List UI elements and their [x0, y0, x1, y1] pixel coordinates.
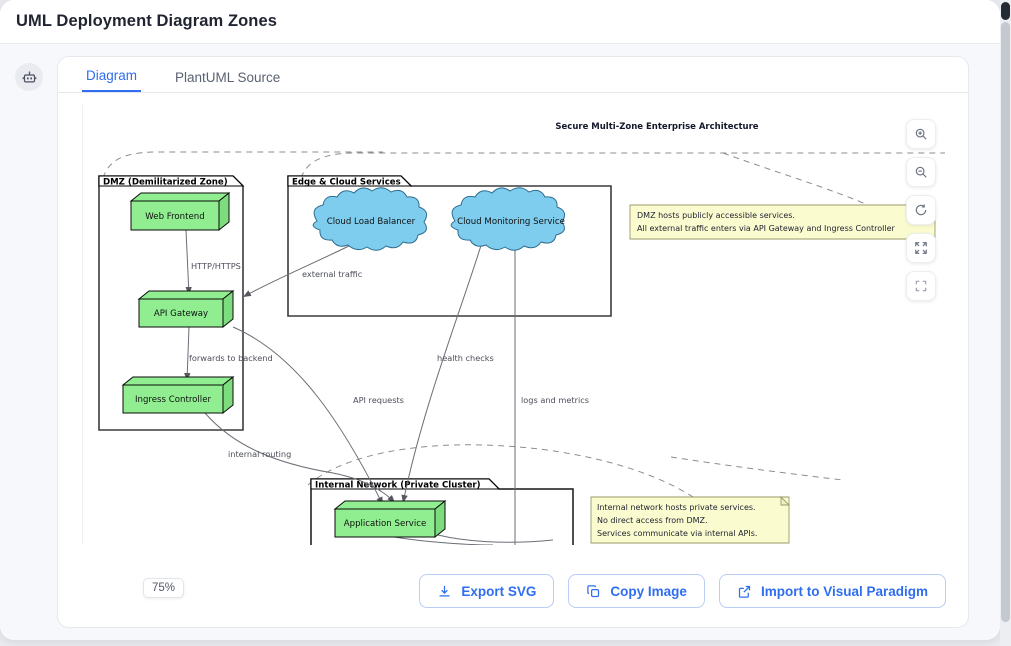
node-label: Ingress Controller: [135, 395, 211, 405]
copy-image-button[interactable]: Copy Image: [568, 574, 705, 608]
note-line: All external traffic enters via API Gate…: [637, 224, 896, 233]
node-label: Cloud Load Balancer: [327, 217, 416, 227]
node-application-service[interactable]: Application Service: [333, 499, 447, 539]
node-cloud-monitoring-service[interactable]: Cloud Monitoring Service: [450, 187, 566, 251]
edge-label: health checks: [437, 353, 494, 363]
export-svg-button[interactable]: Export SVG: [419, 574, 555, 608]
node-web-frontend[interactable]: Web Frontend: [129, 191, 231, 232]
note-dmz: DMZ hosts publicly accessible services. …: [629, 203, 937, 240]
fit-screen-button[interactable]: [906, 233, 936, 263]
assistant-bot-button[interactable]: [15, 63, 43, 91]
button-label: Copy Image: [610, 583, 687, 599]
action-bar: Export SVG Copy Image: [58, 555, 968, 627]
title-bar: UML Deployment Diagram Zones: [0, 0, 1000, 44]
node-api-gateway[interactable]: API Gateway: [137, 289, 235, 329]
import-visual-paradigm-button[interactable]: Import to Visual Paradigm: [718, 574, 946, 608]
node-label: Application Service: [344, 519, 427, 529]
app-window: UML Deployment Diagram Zones Diagram Pla: [0, 0, 1000, 640]
button-label: Import to Visual Paradigm: [760, 583, 928, 599]
note-internal-network: Internal network hosts private services.…: [590, 495, 791, 544]
node-label: API Gateway: [154, 309, 208, 319]
zoom-out-button[interactable]: [906, 157, 936, 187]
reset-icon: [915, 204, 927, 216]
diagram-viewport[interactable]: Secure Multi-Zone Enterprise Architectur…: [82, 105, 946, 545]
outer-boundary-dashed: [102, 151, 945, 218]
edge-label: external traffic: [302, 269, 362, 279]
fullscreen-icon: [915, 280, 927, 292]
copy-icon: [587, 584, 600, 597]
tab-plantuml-source[interactable]: PlantUML Source: [175, 70, 281, 85]
edge-lines: [184, 229, 554, 545]
node-ingress-controller[interactable]: Ingress Controller: [121, 375, 235, 415]
uml-deployment-diagram: Secure Multi-Zone Enterprise Architectur…: [83, 105, 946, 545]
zoom-out-icon: [915, 166, 927, 178]
tab-diagram[interactable]: Diagram: [82, 68, 142, 92]
node-cloud-load-balancer[interactable]: Cloud Load Balancer: [312, 187, 428, 251]
zoom-in-button[interactable]: [906, 119, 936, 149]
edge-label: forwards to backend: [189, 353, 273, 363]
page-scrollbar[interactable]: [1000, 0, 1011, 646]
internal-boundary-dashed: [307, 444, 844, 498]
note-line: DMZ hosts publicly accessible services.: [637, 211, 795, 220]
fullscreen-button[interactable]: [906, 271, 936, 301]
edge-label: logs and metrics: [521, 395, 589, 405]
button-label: Export SVG: [461, 583, 537, 599]
note-line: Internal network hosts private services.: [597, 503, 756, 512]
reset-button[interactable]: [906, 195, 936, 225]
tab-bar: Diagram PlantUML Source: [58, 57, 968, 93]
diagram-panel: Diagram PlantUML Source Se: [57, 56, 969, 628]
download-icon: [439, 585, 450, 596]
scrollbar-thumb-top[interactable]: [1001, 2, 1010, 20]
note-line: No direct access from DMZ.: [597, 516, 708, 525]
node-label: Cloud Monitoring Service: [457, 217, 565, 227]
edge-label: API requests: [353, 395, 404, 405]
zone-label-edge-cloud: Edge & Cloud Services: [292, 178, 401, 188]
zoom-in-icon: [915, 128, 927, 140]
edge-label: internal routing: [228, 449, 291, 459]
viewer-toolbar: [906, 119, 936, 301]
node-label: Web Frontend: [145, 212, 204, 222]
note-line: Services communicate via internal APIs.: [597, 529, 757, 538]
zone-label-internal-network: Internal Network (Private Cluster): [315, 481, 481, 491]
external-link-icon: [738, 585, 751, 598]
page-title: UML Deployment Diagram Zones: [16, 12, 278, 30]
zoom-level-badge: 75%: [143, 578, 185, 598]
edge-label: HTTP/HTTPS: [191, 261, 241, 271]
fit-screen-icon: [915, 242, 927, 254]
zone-label-dmz: DMZ (Demilitarized Zone): [103, 178, 228, 188]
diagram-title: Secure Multi-Zone Enterprise Architectur…: [555, 122, 758, 132]
scrollbar-thumb[interactable]: [1001, 22, 1010, 622]
robot-icon: [22, 70, 36, 82]
body-area: Diagram PlantUML Source Se: [0, 44, 1000, 640]
